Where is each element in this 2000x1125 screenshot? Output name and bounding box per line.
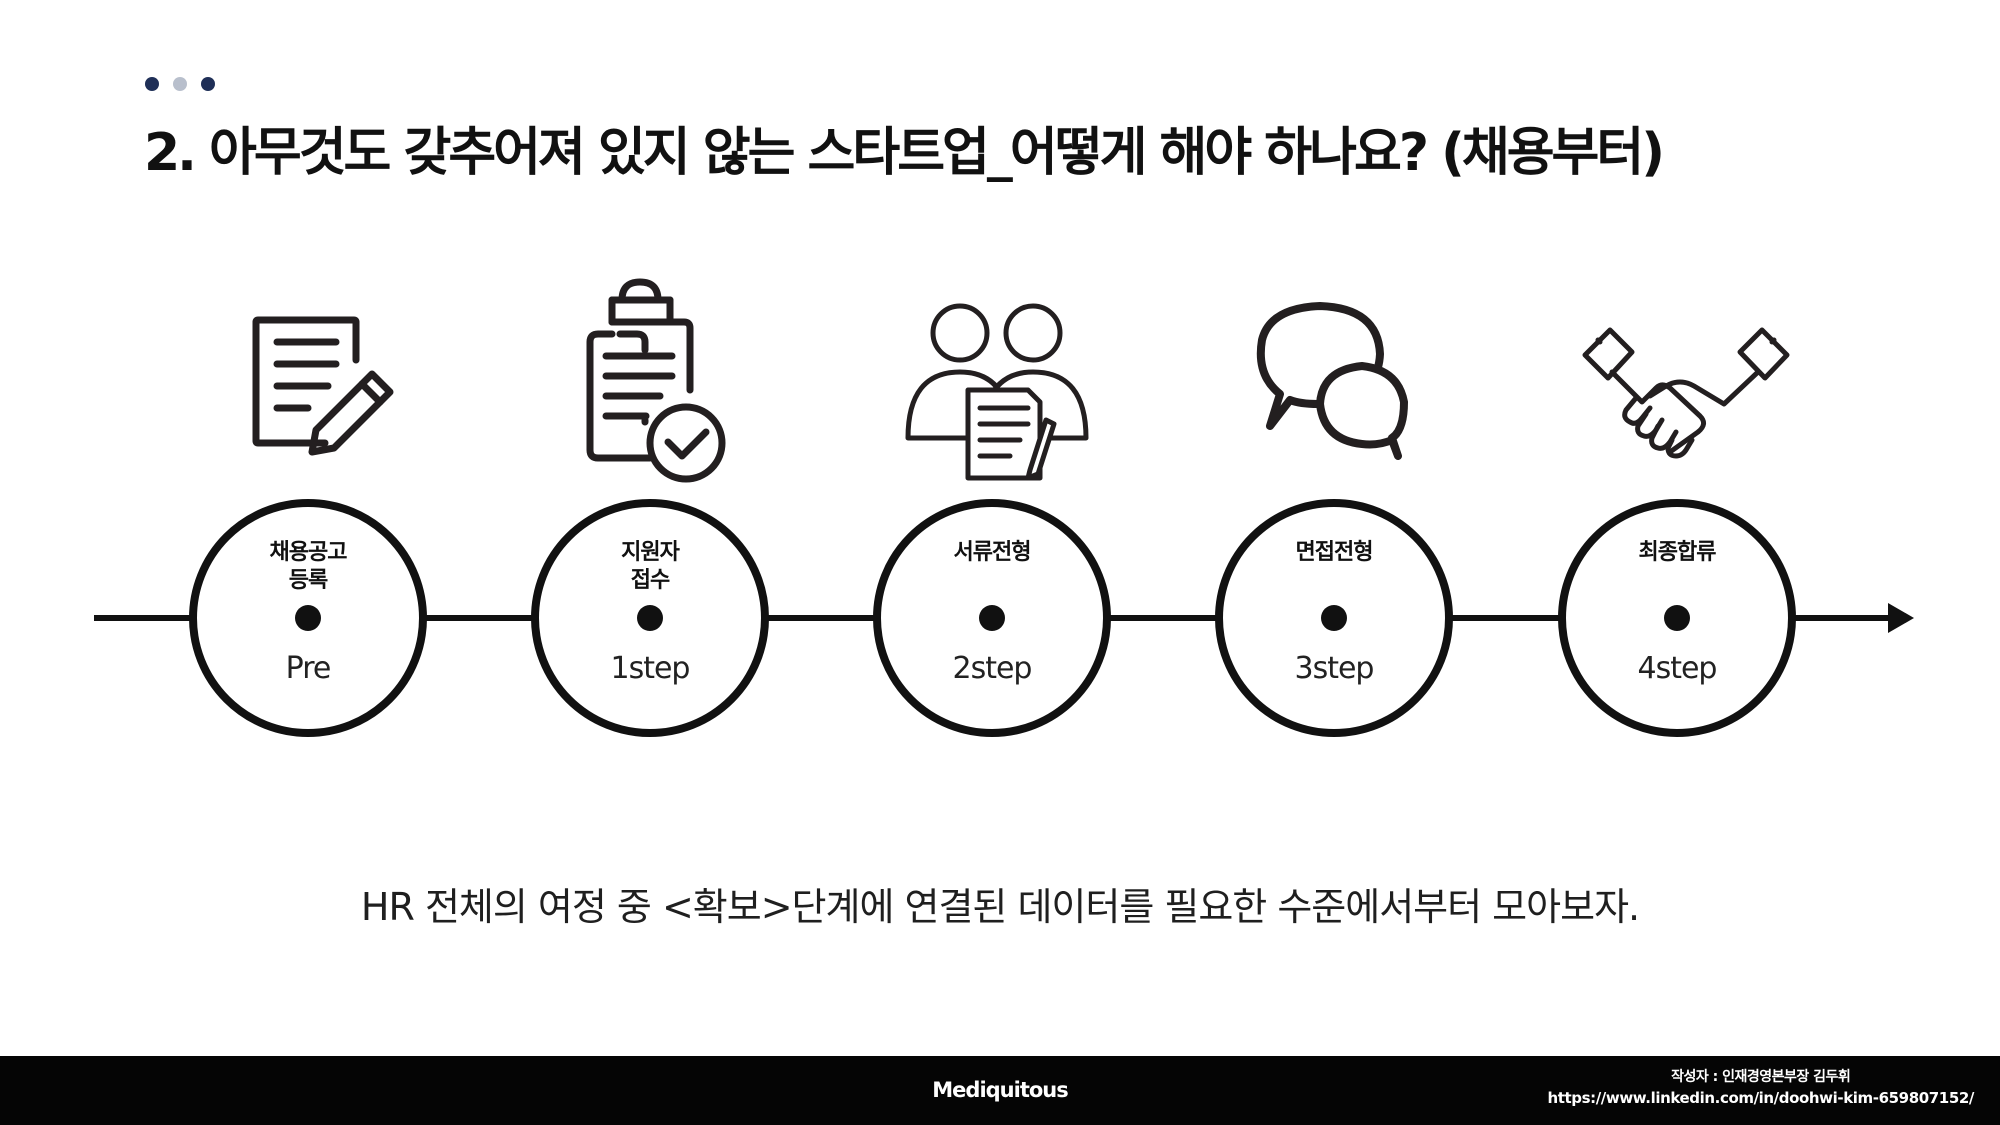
timeline-step-1: 지원자 접수 1step [531, 499, 769, 737]
step-label: 2step [953, 651, 1032, 686]
profile-link[interactable]: https://www.linkedin.com/in/doohwi-kim-6… [1547, 1089, 1974, 1107]
dot-3 [201, 77, 215, 91]
step-label: Pre [286, 651, 331, 686]
timeline-step-3: 면접전형 3step [1215, 499, 1453, 737]
clipboard-check-icon [586, 278, 726, 483]
timeline-step-pre: 채용공고 등록 Pre [189, 499, 427, 737]
handshake-icon [1582, 327, 1790, 459]
step-label: 4step [1638, 651, 1717, 686]
dot-1 [145, 77, 159, 91]
step-label: 3step [1295, 651, 1374, 686]
footer-bar: Mediquitous 작성자 : 인재경영본부장 김두휘 https://ww… [0, 1056, 2000, 1125]
step-name-line1: 지원자 [621, 540, 680, 565]
caption-text: HR 전체의 여정 중 <확보>단계에 연결된 데이터를 필요한 수준에서부터 … [360, 885, 1640, 929]
decorative-dots [145, 77, 215, 91]
document-pencil-icon [252, 316, 394, 456]
step-label: 1step [611, 651, 690, 686]
step-dot [979, 605, 1005, 631]
step-dot [637, 605, 663, 631]
step-dot [1321, 605, 1347, 631]
dot-2 [173, 77, 187, 91]
people-document-icon [905, 303, 1089, 481]
author-text: 작성자 : 인재경영본부장 김두휘 [1671, 1069, 1851, 1085]
speech-bubbles-icon [1256, 302, 1408, 460]
step-dot [1664, 605, 1690, 631]
step-name-line1: 면접전형 [1296, 540, 1373, 565]
step-name-line2: 등록 [289, 568, 328, 593]
step-name-line1: 채용공고 [270, 540, 348, 565]
timeline-arrowhead [1888, 603, 1914, 633]
timeline-step-4: 최종합류 4step [1558, 499, 1796, 737]
step-name-line2: 접수 [631, 568, 670, 593]
page-title: 2. 아무것도 갖추어져 있지 않는 스타트업_어떻게 해야 하나요? (채용부… [144, 123, 1665, 183]
step-dot [295, 605, 321, 631]
brand-name: Mediquitous [932, 1078, 1068, 1102]
credit-block: 작성자 : 인재경영본부장 김두휘 https://www.linkedin.c… [1547, 1067, 1974, 1109]
timeline-step-2: 서류전형 2step [873, 499, 1111, 737]
step-name-line1: 서류전형 [954, 540, 1031, 565]
step-name-line1: 최종합류 [1639, 539, 1717, 565]
